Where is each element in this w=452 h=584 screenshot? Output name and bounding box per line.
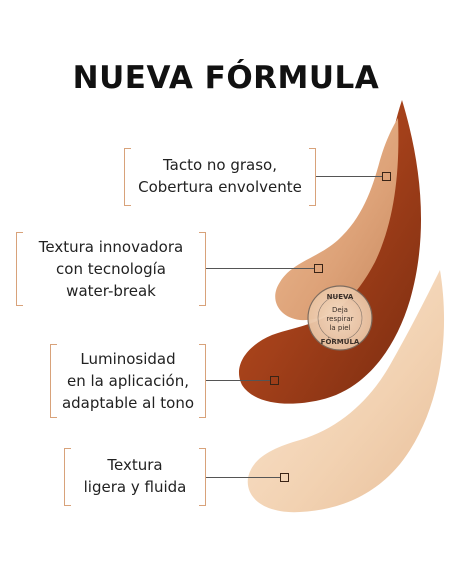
- badge-line-3: la piel: [329, 324, 350, 332]
- feature-text-line: Textura: [107, 456, 163, 474]
- feature-text-line: adaptable al tono: [61, 394, 195, 412]
- feature-text-line: Luminosidad: [80, 350, 176, 368]
- feature-callout: Tacto no graso, Cobertura envolvente: [124, 148, 316, 206]
- feature-callout: Textura innovadora con tecnología water-…: [16, 232, 206, 306]
- feature-text-line: ligera y fluida: [83, 478, 187, 496]
- bracket-left: [16, 232, 23, 306]
- connector-line: [206, 380, 270, 381]
- connector-line: [316, 176, 382, 177]
- marker-square: [314, 264, 323, 273]
- dark-swatch: [238, 100, 422, 404]
- marker-square: [280, 473, 289, 482]
- connector-line: [206, 268, 314, 269]
- badge-top-text: NUEVA: [327, 293, 354, 301]
- bracket-left: [50, 344, 57, 418]
- feature-text-line: Tacto no graso,: [162, 156, 278, 174]
- badge-line-2: respirar: [326, 315, 353, 323]
- light-swatch: [247, 270, 445, 513]
- bracket-left: [64, 448, 71, 506]
- feature-text-line: Textura innovadora: [38, 238, 184, 256]
- feature-callout: Luminosidad en la aplicación, adaptable …: [50, 344, 206, 418]
- connector-line: [206, 477, 280, 478]
- medium-swatch: [275, 118, 399, 321]
- feature-text-line: Cobertura envolvente: [138, 178, 302, 196]
- page-title: NUEVA FÓRMULA: [72, 60, 380, 96]
- marker-square: [382, 172, 391, 181]
- feature-text-line: en la aplicación,: [67, 372, 189, 390]
- bracket-right: [199, 448, 206, 506]
- badge-line-1: Deja: [332, 306, 348, 314]
- marker-square: [270, 376, 279, 385]
- bracket-right: [199, 344, 206, 418]
- bracket-right: [199, 232, 206, 306]
- bracket-left: [124, 148, 131, 206]
- feature-callout: Textura ligera y fluida: [64, 448, 206, 506]
- feature-text-line: water-break: [66, 282, 156, 300]
- feature-text-line: con tecnología: [56, 260, 166, 278]
- nueva-formula-badge: NUEVA Deja respirar la piel FÓRMULA: [307, 285, 373, 351]
- bracket-right: [309, 148, 316, 206]
- badge-bottom-text: FÓRMULA: [321, 337, 360, 346]
